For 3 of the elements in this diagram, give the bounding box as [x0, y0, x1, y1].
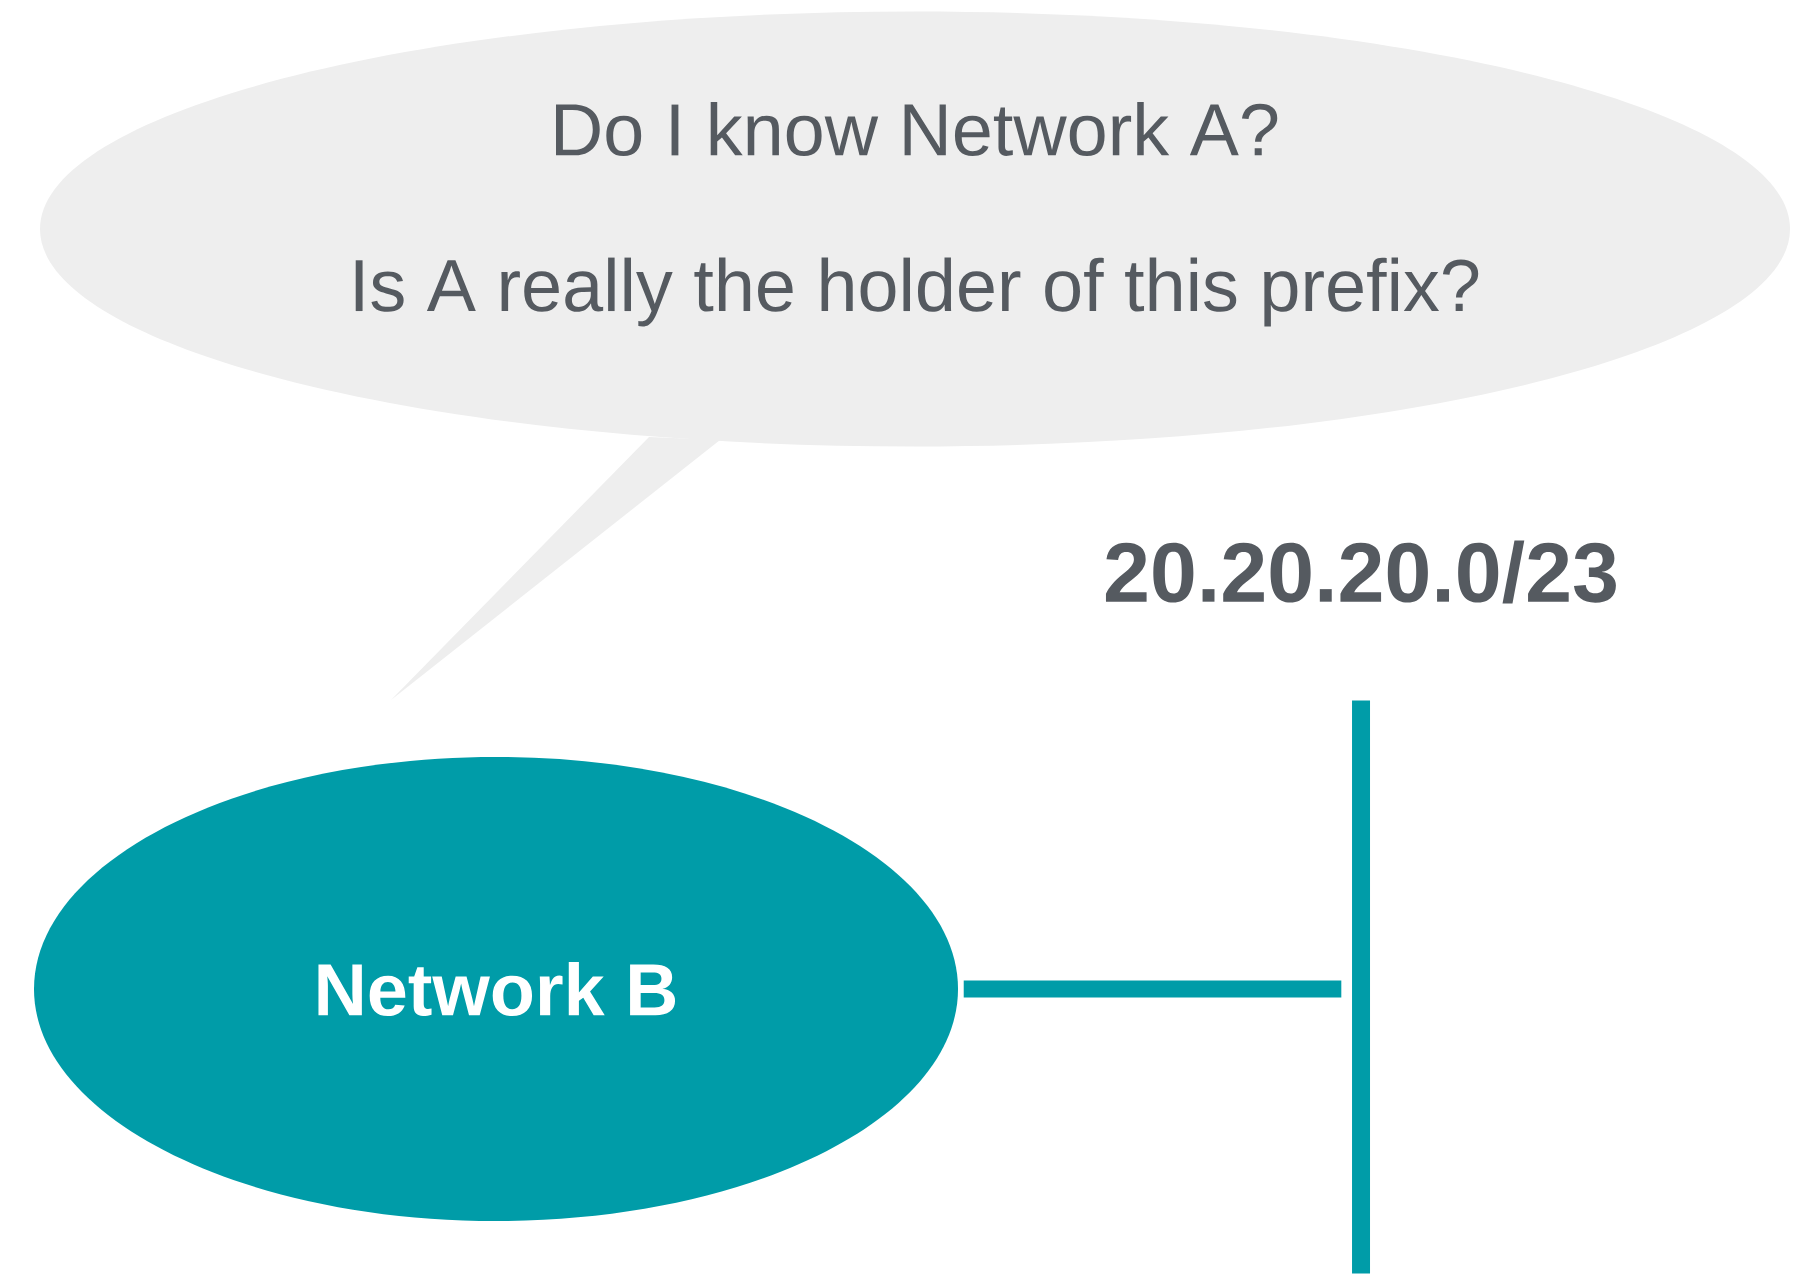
prefix-label: 20.20.20.0/23	[1105, 540, 1616, 604]
bar	[1352, 700, 1370, 1274]
connector-line	[963, 980, 1342, 998]
